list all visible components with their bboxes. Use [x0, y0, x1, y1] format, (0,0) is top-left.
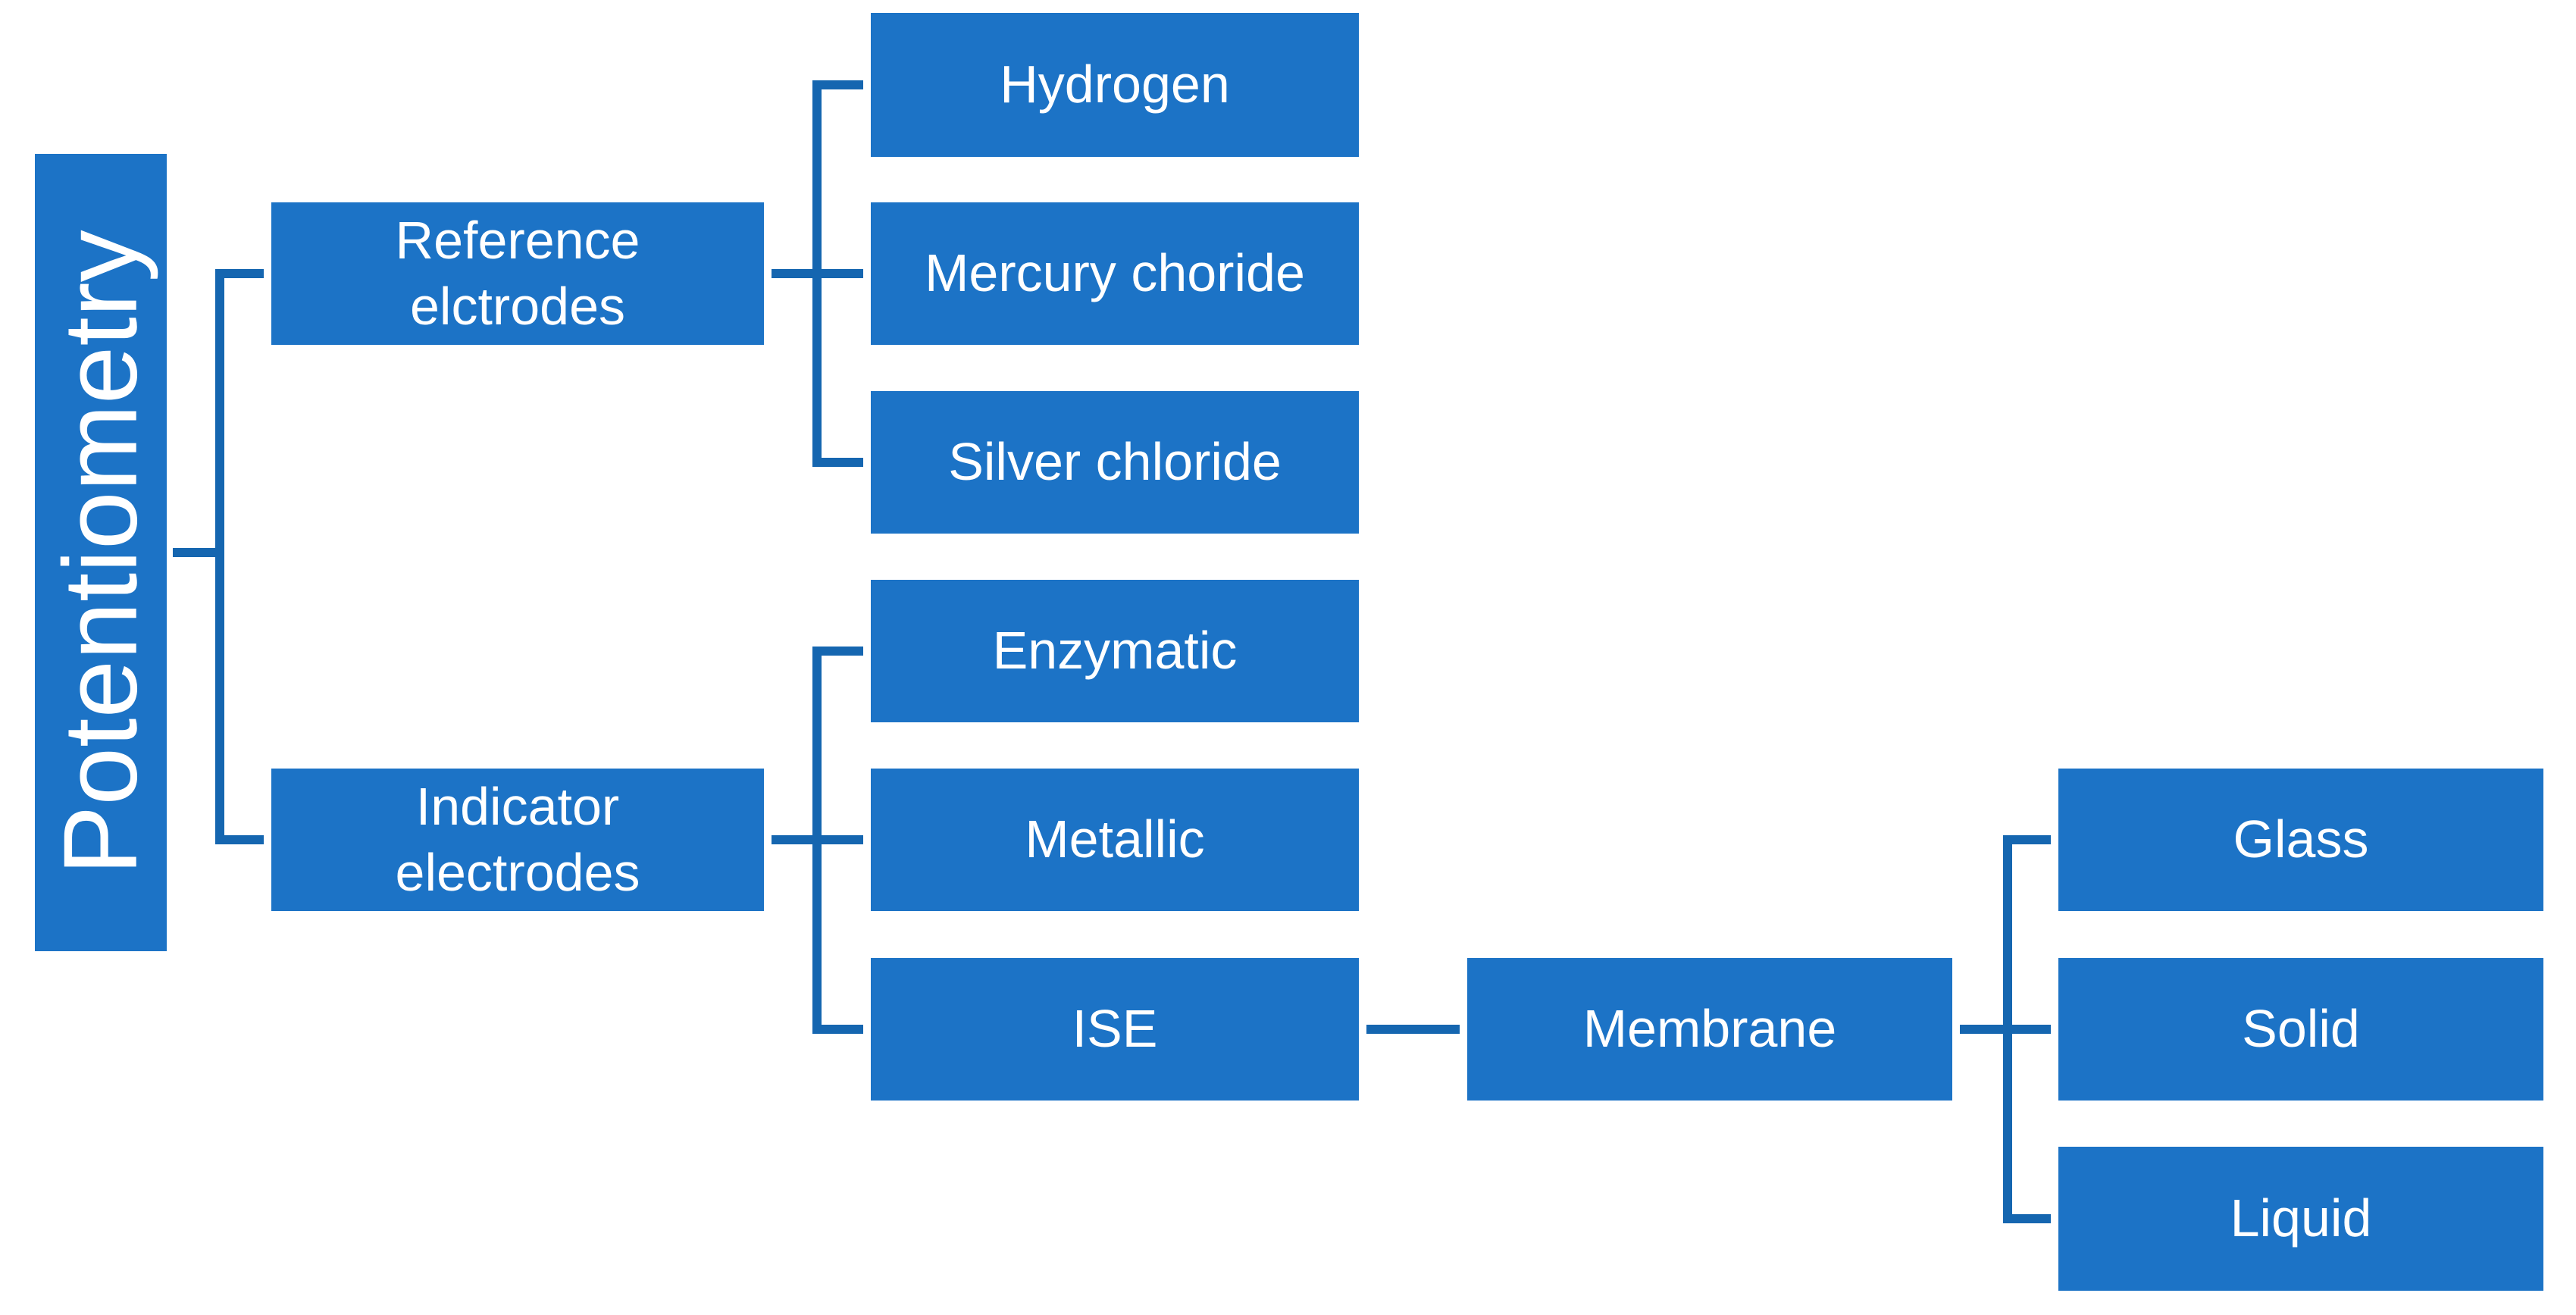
node-membrane: Membrane: [1467, 958, 1952, 1101]
node-hydrogen: Hydrogen: [871, 13, 1359, 157]
node-enzymatic-label: Enzymatic: [992, 621, 1238, 681]
node-silver-chloride: Silver chloride: [871, 391, 1359, 534]
connector-reference-to-mercury: [772, 269, 863, 278]
connector-indicator-to-enzymatic: [812, 647, 863, 656]
connector-root-to-reference: [215, 269, 264, 278]
node-solid-label: Solid: [2242, 999, 2360, 1059]
connector-root-to-indicator: [215, 835, 264, 844]
node-potentiometry: Potentiometry: [35, 154, 167, 951]
connector-reference-to-silver: [812, 458, 863, 467]
node-liquid-label: Liquid: [2230, 1188, 2372, 1248]
node-metallic: Metallic: [871, 769, 1359, 911]
connector-root-bracket-vertical: [215, 269, 224, 844]
node-liquid: Liquid: [2058, 1147, 2543, 1291]
node-silver-chloride-label: Silver chloride: [948, 432, 1282, 492]
node-potentiometry-label: Potentiometry: [42, 230, 160, 875]
connector-ise-to-membrane: [1366, 1025, 1460, 1034]
connector-membrane-to-solid: [1960, 1025, 2051, 1034]
node-ise-label: ISE: [1072, 999, 1158, 1059]
node-glass: Glass: [2058, 769, 2543, 911]
node-membrane-label: Membrane: [1582, 999, 1837, 1059]
node-indicator-electrodes-label: Indicator electrodes: [395, 776, 640, 903]
connector-membrane-to-liquid: [2003, 1214, 2051, 1223]
connector-indicator-to-ise: [812, 1025, 863, 1034]
node-mercury-choride: Mercury choride: [871, 202, 1359, 345]
connector-indicator-to-metallic: [772, 835, 863, 844]
connector-membrane-to-glass: [2003, 835, 2051, 844]
node-enzymatic: Enzymatic: [871, 580, 1359, 722]
node-solid: Solid: [2058, 958, 2543, 1101]
connector-reference-to-hydrogen: [812, 80, 863, 89]
node-ise: ISE: [871, 958, 1359, 1101]
node-mercury-choride-label: Mercury choride: [925, 243, 1305, 303]
node-reference-electrodes: Reference elctrodes: [271, 202, 764, 345]
node-metallic-label: Metallic: [1025, 809, 1205, 869]
node-indicator-electrodes: Indicator electrodes: [271, 769, 764, 911]
node-glass-label: Glass: [2233, 809, 2369, 869]
node-hydrogen-label: Hydrogen: [1000, 55, 1230, 114]
node-reference-electrodes-label: Reference elctrodes: [395, 210, 640, 337]
connector-root-feed: [173, 548, 220, 557]
